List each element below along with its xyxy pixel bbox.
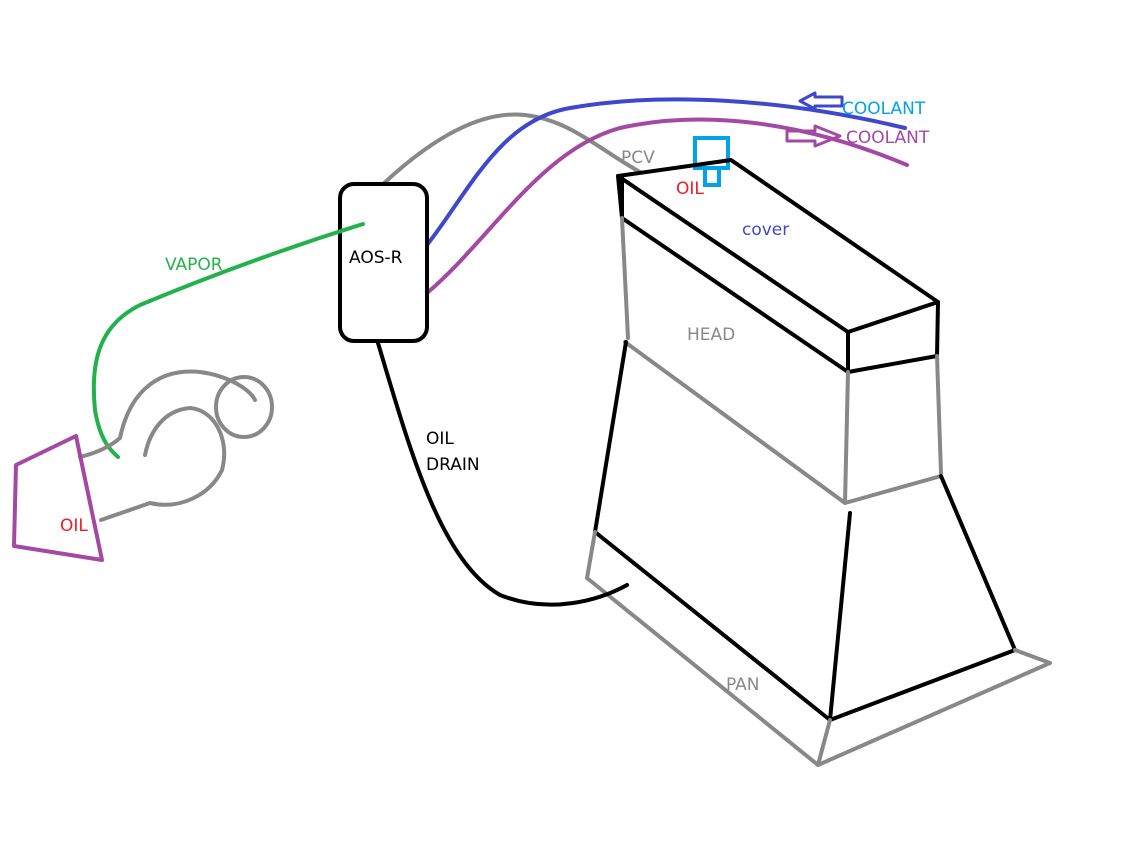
oil-catch-can <box>12 434 104 562</box>
label-oil-top: OIL <box>676 179 704 199</box>
coolant-line-purple <box>425 117 909 295</box>
turbo-inlet <box>214 375 274 439</box>
label-vapor: VAPOR <box>165 255 223 275</box>
valve-cover-front <box>616 174 940 374</box>
label-oil-drain-1: OIL <box>426 429 454 449</box>
label-pan: PAN <box>726 675 760 695</box>
oil-pan <box>585 530 1052 767</box>
label-cover: cover <box>742 220 789 240</box>
cylinder-head <box>620 216 943 505</box>
coolant-arrow-left <box>798 91 844 111</box>
label-coolant-in: COOLANT <box>842 99 926 119</box>
label-coolant-out: COOLANT <box>846 128 930 148</box>
label-aos-r: AOS-R <box>349 248 403 268</box>
label-head: HEAD <box>687 325 735 345</box>
intake-tube <box>78 369 257 459</box>
label-pcv: PCV <box>621 148 655 168</box>
vapor-hose <box>91 222 365 459</box>
label-oil-left: OIL <box>60 516 88 536</box>
oil-drain-hose <box>376 341 629 607</box>
pcv-hose <box>380 112 642 187</box>
coolant-line-blue <box>425 97 907 247</box>
label-oil-drain-2: DRAIN <box>426 455 480 475</box>
oil-cap-stem <box>703 166 721 187</box>
coolant-arrow-right <box>785 124 842 148</box>
engine-block <box>593 340 1017 722</box>
intake-tube-lower <box>99 406 227 522</box>
